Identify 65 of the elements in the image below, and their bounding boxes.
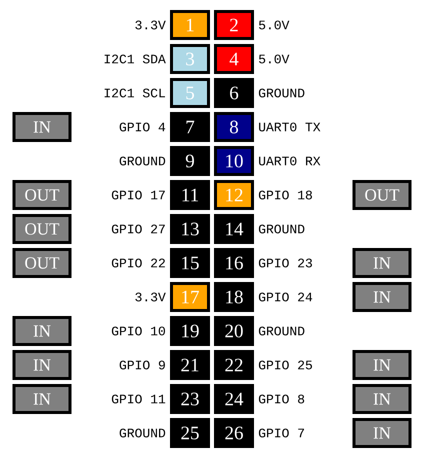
pin-label: I2C1 SCL	[104, 88, 165, 98]
mode-badge: IN	[12, 350, 72, 380]
pin-box: 24	[214, 384, 254, 414]
pin-label: 5.0V	[259, 54, 290, 64]
pin-box: 4	[214, 44, 254, 74]
pin-label: 5.0V	[259, 20, 290, 30]
pin-box: 19	[170, 316, 210, 346]
pin-label: GPIO 23	[258, 258, 312, 268]
pin-box: 20	[214, 316, 254, 346]
pin-box: 5	[170, 78, 210, 108]
pin-box: 12	[214, 180, 254, 210]
mode-badge: IN	[12, 384, 72, 414]
pin-box: 26	[214, 418, 254, 448]
mode-badge: IN	[352, 282, 412, 312]
pin-label: GPIO 24	[258, 292, 312, 302]
pin-box: 9	[170, 146, 210, 176]
pin-label: 3.3V	[135, 292, 166, 302]
pin-label: GPIO 25	[258, 360, 312, 370]
mode-badge: OUT	[352, 180, 412, 210]
pin-box: 3	[170, 44, 210, 74]
pin-label: GROUND	[120, 428, 166, 438]
pin-box: 8	[214, 112, 254, 142]
pin-box: 18	[214, 282, 254, 312]
pin-box: 16	[214, 248, 254, 278]
pin-box: 13	[170, 214, 210, 244]
pin-box: 14	[214, 214, 254, 244]
mode-badge: IN	[12, 316, 72, 346]
pin-box: 1	[170, 10, 210, 40]
pin-box: 2	[214, 10, 254, 40]
pin-label: GPIO 10	[112, 326, 165, 336]
mode-badge: IN	[352, 384, 412, 414]
pin-label: UART0 TX	[259, 122, 320, 132]
pin-box: 11	[170, 180, 210, 210]
pin-box: 25	[170, 418, 210, 448]
mode-badge: OUT	[12, 248, 72, 278]
pin-label: GPIO 9	[120, 360, 165, 370]
pin-label: I2C1 SDA	[104, 54, 166, 64]
pin-label: GPIO 4	[120, 122, 166, 132]
pin-label: GPIO 18	[258, 190, 312, 200]
pin-label: GPIO 7	[258, 428, 304, 438]
pin-label: UART0 RX	[259, 156, 320, 166]
pin-label: GROUND	[258, 224, 304, 234]
pin-label: GROUND	[258, 326, 304, 336]
pin-label: GROUND	[258, 88, 304, 98]
pin-label: GPIO 11	[112, 394, 166, 404]
pin-box: 23	[170, 384, 210, 414]
pin-box: 10	[214, 146, 254, 176]
pin-label: GPIO 22	[112, 258, 165, 268]
pin-box: 15	[170, 248, 210, 278]
pin-label: GPIO 17	[112, 190, 165, 200]
pin-label: GPIO 8	[258, 394, 304, 404]
mode-badge: OUT	[12, 214, 72, 244]
mode-badge: IN	[352, 418, 412, 448]
mode-badge: IN	[352, 248, 412, 278]
pin-box: 21	[170, 350, 210, 380]
pin-box: 22	[214, 350, 254, 380]
pin-label: 3.3V	[135, 20, 166, 30]
mode-badge: IN	[12, 112, 72, 142]
mode-badge: OUT	[12, 180, 72, 210]
pin-label: GROUND	[120, 156, 166, 166]
pin-box: 7	[170, 112, 210, 142]
mode-badge: IN	[352, 350, 412, 380]
pin-box: 6	[214, 78, 254, 108]
pin-box: 17	[170, 282, 210, 312]
pin-label: GPIO 27	[112, 224, 165, 234]
